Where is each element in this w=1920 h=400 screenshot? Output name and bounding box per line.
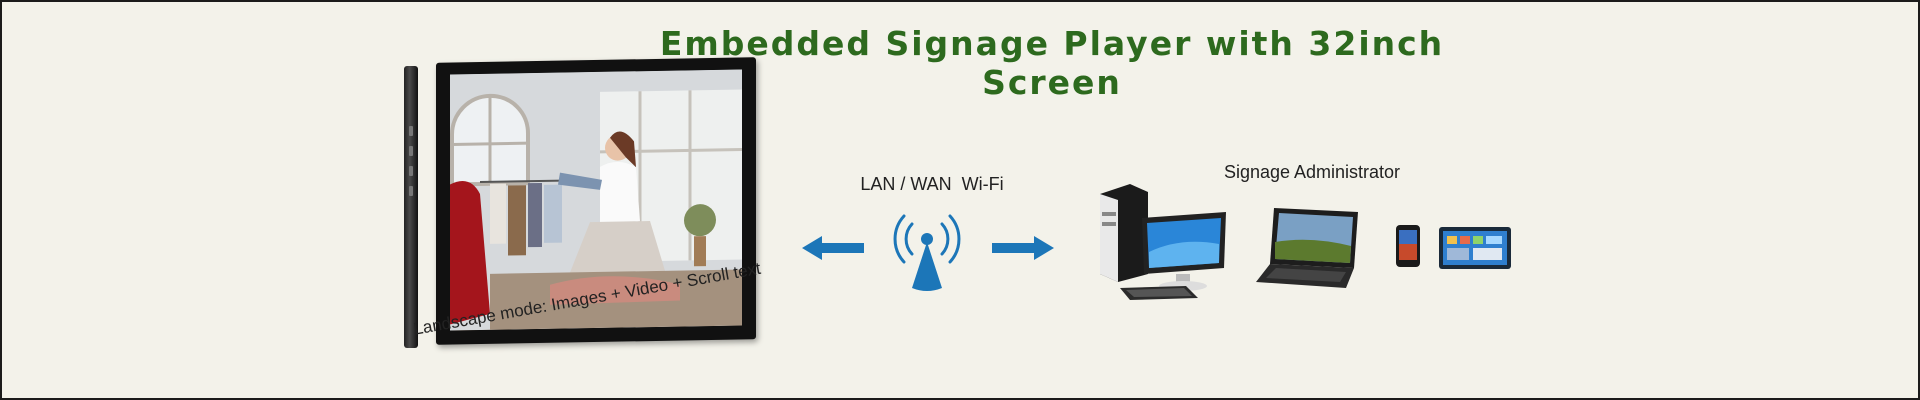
display-bezel (436, 57, 756, 345)
banner-title: Embedded Signage Player with 32inch Scre… (659, 24, 1445, 102)
network-label: LAN / WAN Wi-Fi (860, 174, 1004, 194)
laptop-icon (1256, 208, 1358, 288)
desktop-computer-icon (1100, 184, 1226, 300)
admin-label: Signage Administrator (1223, 162, 1401, 182)
display-side-view (404, 66, 418, 348)
wifi-antenna-icon (893, 214, 961, 291)
signage-display (400, 57, 760, 350)
smartphone-icon (1396, 225, 1420, 267)
display-screen-image (450, 69, 742, 331)
arrow-left-icon (802, 236, 864, 260)
tablet-icon (1439, 227, 1511, 269)
arrow-right-icon (992, 236, 1054, 260)
